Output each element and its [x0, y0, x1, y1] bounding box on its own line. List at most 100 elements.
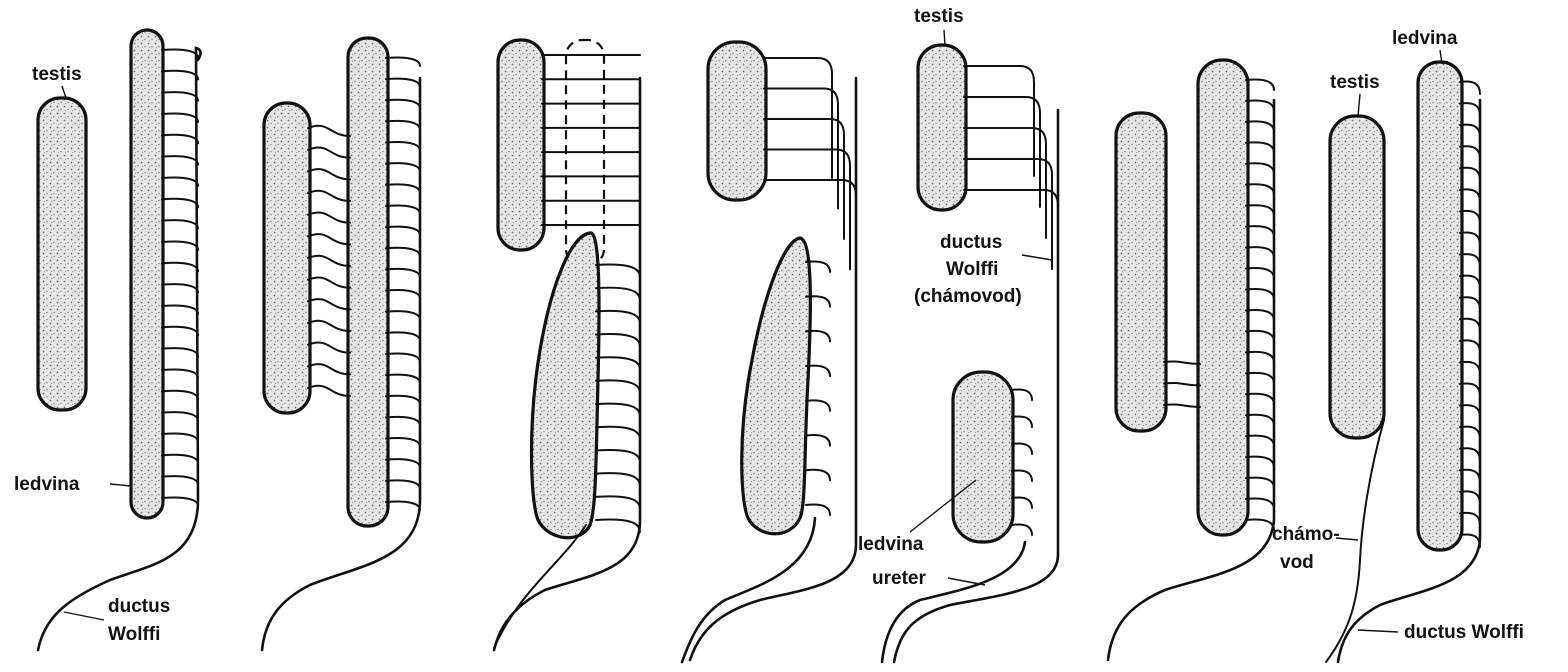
stage-2: [262, 38, 420, 650]
tubule: [386, 57, 420, 66]
tubule: [162, 199, 198, 208]
tubule: [308, 212, 350, 222]
chamovod-label-2: vod: [1280, 552, 1314, 573]
tubule: [1164, 404, 1200, 407]
testis-organ: [1330, 116, 1384, 438]
tubule: [386, 311, 420, 320]
duct-label-2: Wolffi: [946, 259, 998, 280]
testis-organ: [498, 40, 544, 250]
tubule: [162, 412, 198, 421]
stage-4: [682, 42, 856, 662]
duct-label: ductus: [108, 596, 170, 617]
tubule: [1246, 310, 1274, 321]
tubule: [596, 265, 640, 278]
tubule: [308, 364, 350, 374]
tubule: [162, 497, 198, 506]
tubule: [1246, 415, 1274, 426]
tubule: [1164, 383, 1200, 386]
testis-organ: [708, 42, 766, 200]
tubule: [1012, 443, 1032, 454]
tubule: [162, 156, 198, 165]
tubule: [806, 470, 830, 481]
tubule: [308, 256, 350, 266]
tubule: [596, 404, 640, 417]
tubule: [386, 332, 420, 341]
tubule: [308, 191, 350, 201]
tubule: [1246, 142, 1274, 153]
tubule: [1246, 100, 1274, 111]
ureter-label: ureter: [872, 568, 926, 589]
tubule: [596, 288, 640, 301]
tubule: [1012, 389, 1032, 400]
tubule: [308, 321, 350, 331]
tubule: [386, 375, 420, 384]
tubule: [596, 450, 640, 463]
kidney-organ: [953, 372, 1013, 542]
tubule: [386, 417, 420, 426]
duct-leader: [1022, 255, 1052, 260]
tubule: [1246, 352, 1274, 363]
testis-organ: [1116, 113, 1166, 431]
tubule: [386, 459, 420, 468]
testis-organ: [918, 45, 966, 210]
tubule: [806, 504, 830, 515]
tubule: [386, 163, 420, 172]
tubule: [1246, 519, 1274, 530]
tubule: [386, 438, 420, 447]
tubule: [162, 92, 198, 101]
tubule: [308, 234, 350, 244]
tubule: [1246, 373, 1274, 384]
tubule: [1246, 226, 1274, 237]
tubule: [162, 284, 198, 293]
ureter-duct: [494, 525, 586, 648]
tubule: [1246, 478, 1274, 489]
tubule: [386, 501, 420, 510]
testis-leader: [1358, 94, 1360, 116]
tubule: [1246, 247, 1274, 258]
ledvina-label: ledvina: [1392, 28, 1458, 49]
stage-7: ledvina testis chámo- vod ductus Wolffi: [1272, 28, 1524, 662]
tubule: [386, 269, 420, 278]
kidney-tubules: [162, 49, 198, 506]
tubule: [1246, 457, 1274, 468]
tubule: [596, 334, 640, 347]
kidney-tubules: [1246, 79, 1274, 530]
tubule: [308, 386, 350, 396]
tubule: [386, 480, 420, 489]
tubule: [308, 299, 350, 309]
testis-label: testis: [1330, 72, 1380, 93]
tubule: [308, 126, 350, 136]
ledvina-label: ledvina: [14, 474, 80, 495]
duct-leader: [1358, 630, 1398, 632]
duct-label: ductus Wolffi: [1404, 622, 1524, 643]
tubule: [596, 311, 640, 324]
tubule: [162, 177, 198, 186]
tubule: [1246, 289, 1274, 300]
tubule: [1246, 499, 1274, 510]
tubule: [162, 135, 198, 144]
tubule: [308, 342, 350, 352]
tubule: [162, 327, 198, 336]
tubule: [386, 184, 420, 193]
tubule: [162, 348, 198, 357]
tubule: [1246, 394, 1274, 405]
ureter-duct: [682, 518, 815, 662]
tubule: [1012, 470, 1032, 481]
testis-organ: [38, 98, 86, 410]
tubule: [806, 435, 830, 446]
tubule: [386, 79, 420, 88]
tubule: [308, 169, 350, 179]
testis-tubules: [542, 55, 640, 225]
tubule: [1246, 331, 1274, 342]
ledvina-leader: [110, 484, 131, 486]
tubule: [1246, 121, 1274, 132]
tubule: [386, 396, 420, 405]
tubule: [162, 391, 198, 400]
ureter-duct: [882, 542, 1025, 662]
tubule: [596, 496, 640, 509]
testis-leader: [62, 86, 66, 98]
chamovod-label: chámo-: [1272, 524, 1340, 545]
duct-label-3: (chámovod): [914, 286, 1022, 307]
stage-3: [494, 40, 640, 650]
